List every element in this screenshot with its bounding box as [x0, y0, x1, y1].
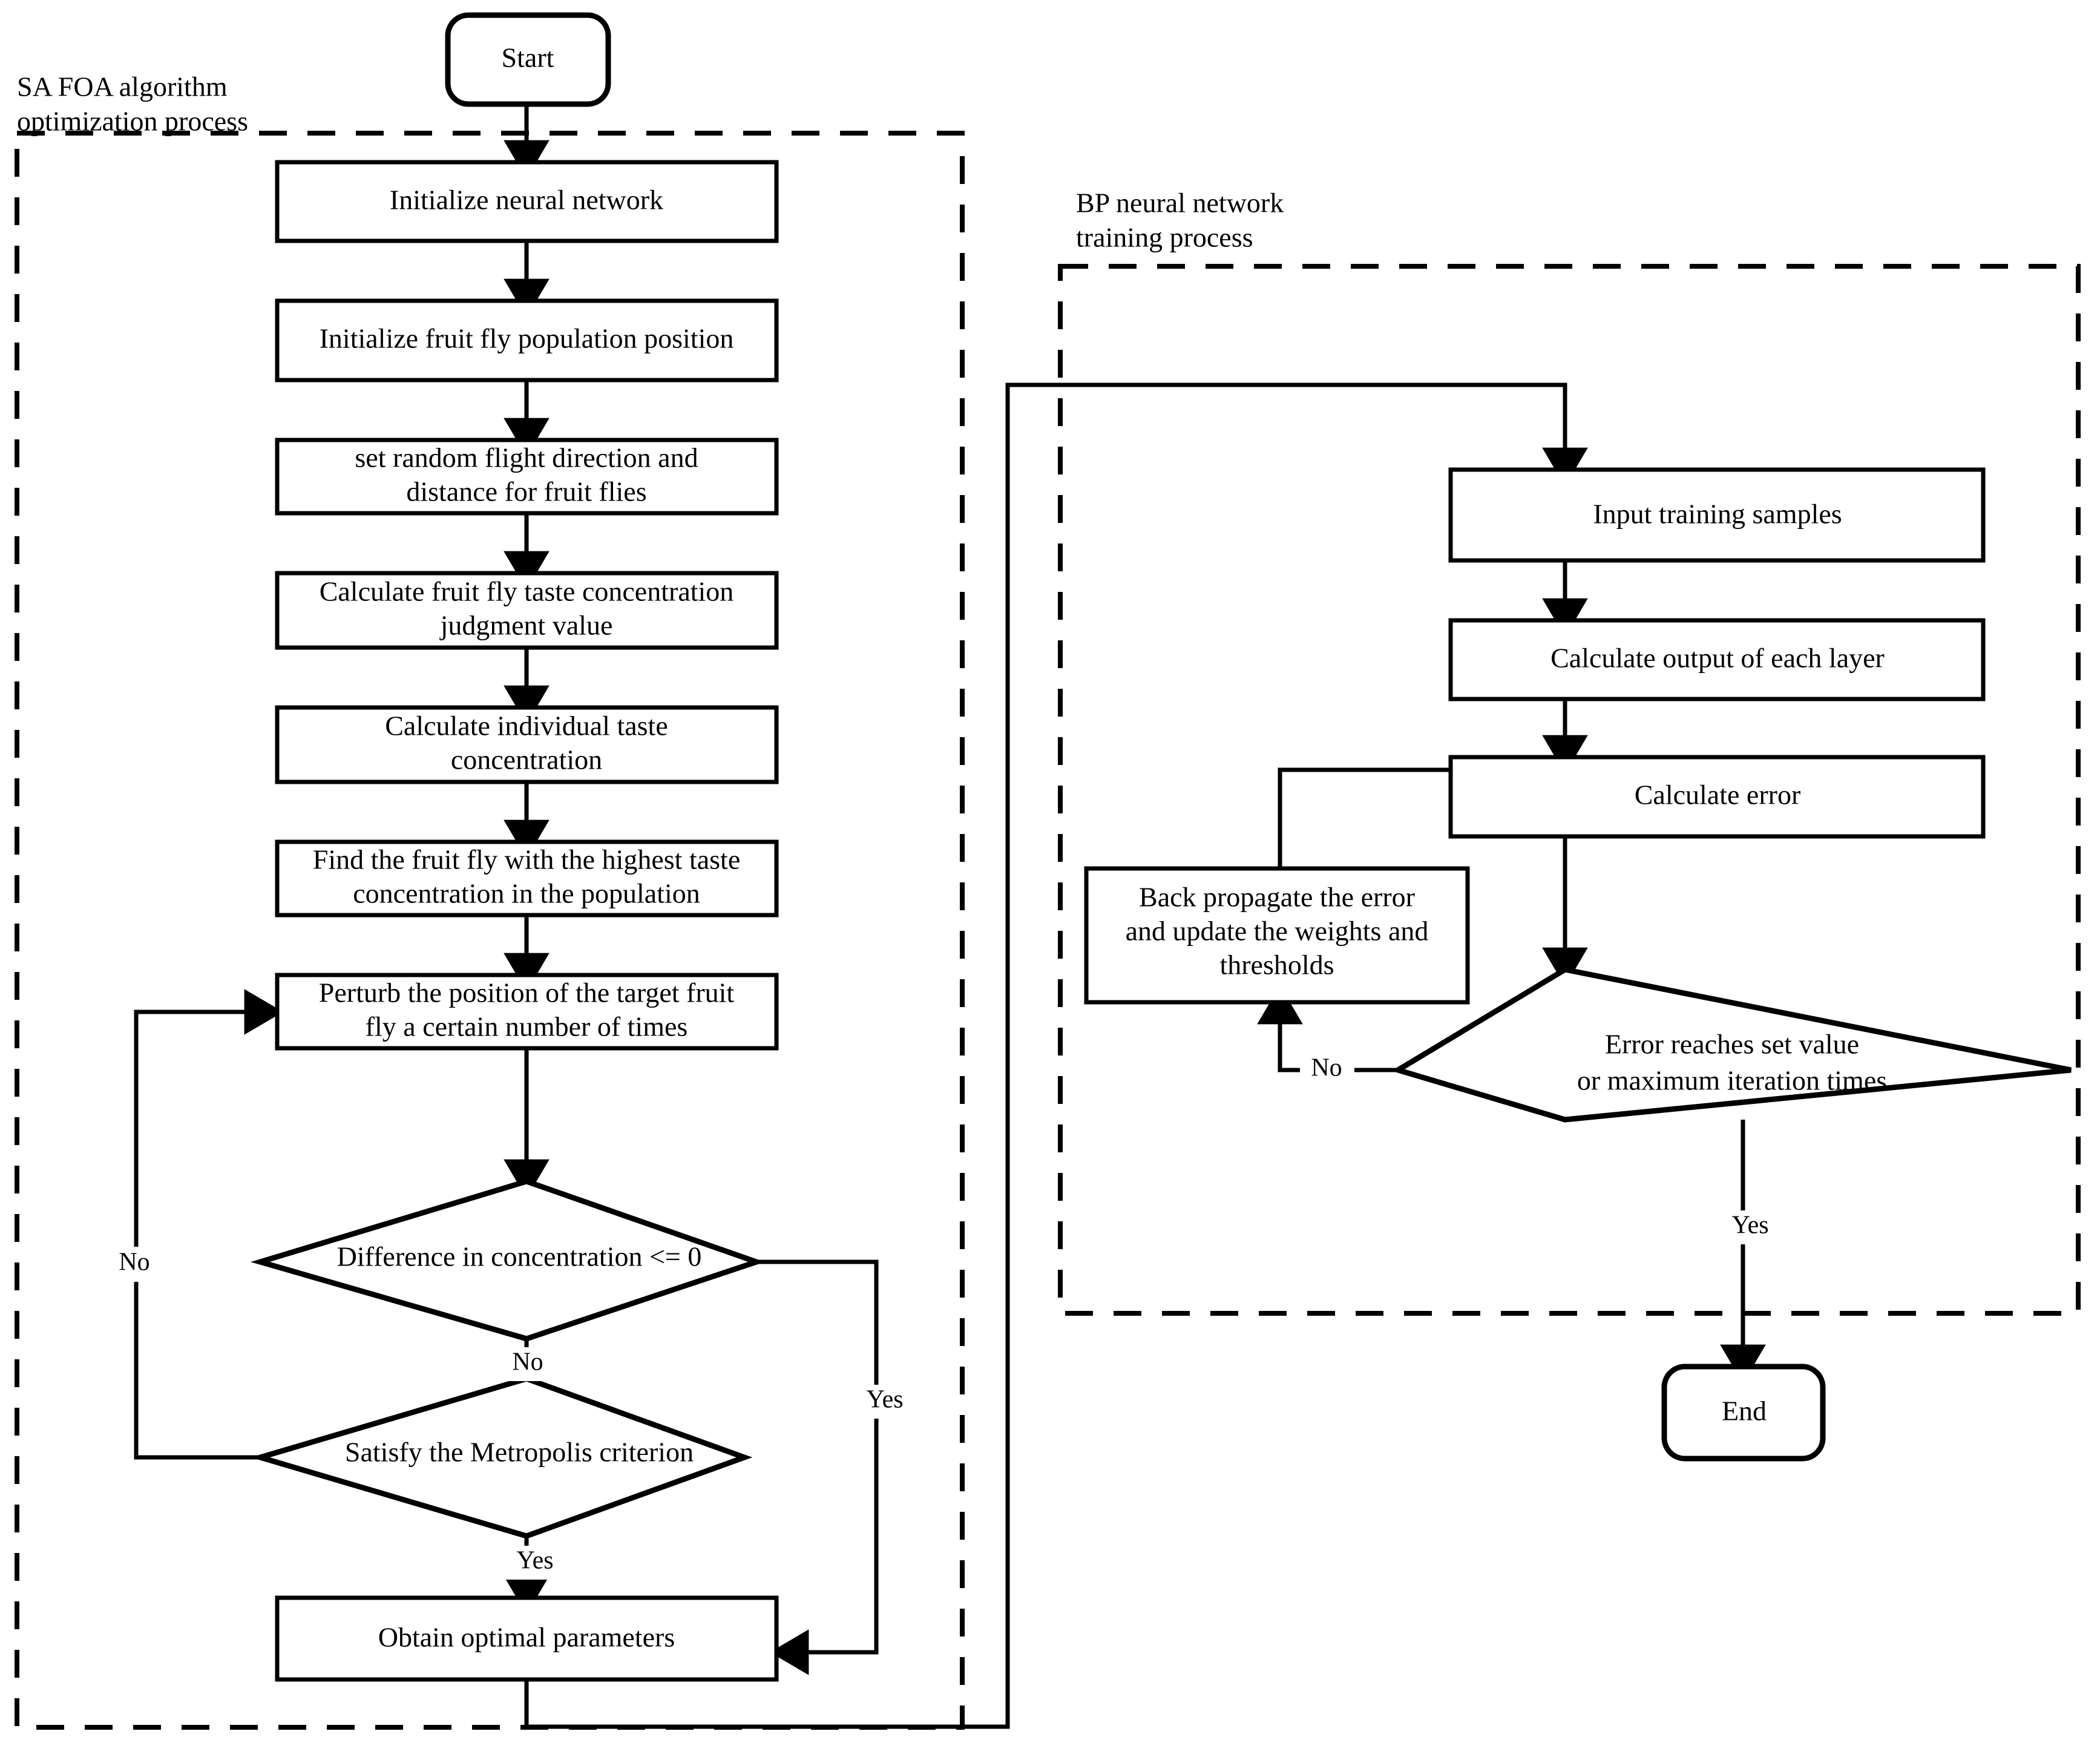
node-end[interactable]: End	[1661, 1364, 1826, 1462]
find-highest-shape	[275, 839, 779, 918]
obtain-optimal-label: Obtain optimal parameters	[378, 1622, 675, 1653]
obtain-optimal-shape	[275, 1595, 779, 1682]
edge-error-no-to-backprop	[1257, 985, 1398, 1072]
edge-label-diff-no-left: No	[119, 1249, 149, 1276]
edge-label-error-yes: Yes	[1731, 1212, 1768, 1239]
edge-label-group: No No Yes Yes No Yes	[106, 1053, 1778, 1580]
node-perturb-position[interactable]: Perturb the position of the target fruit…	[275, 973, 779, 1051]
end-label: End	[1722, 1396, 1767, 1426]
calc-individual-shape	[275, 705, 779, 784]
edge-metropolis-no-loop-to-perturb	[134, 989, 284, 1460]
calc-judgment-label-line1: Calculate fruit fly taste concentration	[320, 576, 734, 607]
backprop-label-line2: and update the weights and	[1126, 916, 1429, 947]
set-random-label-line2: distance for fruit flies	[406, 476, 646, 507]
node-calculate-individual-concentration[interactable]: Calculate individual taste concentration	[275, 705, 779, 784]
end-shape	[1661, 1364, 1826, 1462]
group-label-bp-line2: training process	[1076, 222, 1253, 253]
perturb-label-line1: Perturb the position of the target fruit	[319, 977, 735, 1008]
perturb-label-line2: fly a certain number of times	[366, 1011, 688, 1042]
edge-label-metropolis-yes: Yes	[516, 1547, 553, 1575]
calc-individual-label-line2: concentration	[451, 744, 602, 775]
diff-conc-shape	[251, 1178, 765, 1342]
start-label: Start	[502, 42, 554, 73]
find-highest-label-line1: Find the fruit fly with the highest tast…	[313, 844, 741, 875]
node-start[interactable]: Start	[445, 12, 611, 107]
input-samples-label: Input training samples	[1593, 499, 1842, 530]
input-samples-shape	[1448, 467, 1986, 563]
edge-label-error-no: No	[1311, 1054, 1342, 1082]
metropolis-shape	[251, 1376, 753, 1539]
init-nn-label: Initialize neural network	[390, 185, 663, 215]
error-check-shape	[1391, 967, 2072, 1123]
node-find-highest-concentration[interactable]: Find the fruit fly with the highest tast…	[275, 839, 779, 918]
node-set-random-flight[interactable]: set random flight direction and distance…	[275, 438, 779, 516]
group-label-sa-foa-line1: SA FOA algorithm	[17, 71, 228, 102]
group-label-sa-foa-line2: optimization process	[17, 106, 248, 137]
calc-output-shape	[1448, 618, 1986, 701]
node-input-training-samples[interactable]: Input training samples	[1448, 467, 1986, 563]
backprop-label-line3: thresholds	[1219, 950, 1334, 980]
backprop-label-line1: Back propagate the error	[1139, 882, 1415, 913]
node-calculate-output-each-layer[interactable]: Calculate output of each layer	[1448, 618, 1986, 701]
diff-conc-label: Difference in concentration <= 0	[337, 1241, 702, 1272]
calc-individual-label-line1: Calculate individual taste	[385, 711, 668, 741]
node-calculate-judgment-value[interactable]: Calculate fruit fly taste concentration …	[275, 571, 779, 650]
node-calculate-error[interactable]: Calculate error	[1448, 755, 1986, 839]
init-pop-shape	[275, 298, 779, 382]
init-pop-label: Initialize fruit fly population position	[320, 323, 734, 354]
edge-obtain-to-input-samples	[524, 382, 1588, 1729]
node-error-reaches-set-value[interactable]: Error reaches set value or maximum itera…	[1391, 967, 2072, 1123]
error-check-label-line1: Error reaches set value	[1605, 1029, 1859, 1060]
find-highest-label-line2: concentration in the population	[353, 878, 700, 909]
calc-error-label: Calculate error	[1635, 780, 1801, 810]
node-initialize-neural-network[interactable]: Initialize neural network	[275, 160, 779, 243]
group-panel-sa-foa	[15, 131, 965, 1730]
start-shape	[445, 12, 611, 107]
init-nn-shape	[275, 160, 779, 243]
calc-judgment-label-line2: judgment value	[439, 610, 613, 641]
edge-label-diff-no-down: No	[512, 1348, 543, 1376]
error-check-label-line2: or maximum iteration times	[1577, 1065, 1887, 1096]
edge-label-diff-yes-right: Yes	[866, 1386, 903, 1414]
calc-judgment-shape	[275, 571, 779, 650]
calc-output-label: Calculate output of each layer	[1550, 643, 1885, 674]
set-random-shape	[275, 438, 779, 516]
node-obtain-optimal-parameters[interactable]: Obtain optimal parameters	[275, 1595, 779, 1682]
edge-diff-yes-to-obtain	[756, 1259, 879, 1675]
metropolis-label: Satisfy the Metropolis criterion	[345, 1437, 694, 1468]
perturb-shape	[275, 973, 779, 1051]
node-initialize-population[interactable]: Initialize fruit fly population position	[275, 298, 779, 382]
set-random-label-line1: set random flight direction and	[355, 442, 698, 473]
node-back-propagate-error[interactable]: Back propagate the error and update the …	[1084, 866, 1470, 1005]
calc-error-shape	[1448, 755, 1986, 839]
group-panel-bp	[1058, 264, 2081, 1316]
group-label-bp-line1: BP neural network	[1076, 188, 1284, 218]
backprop-shape	[1084, 866, 1470, 1005]
node-difference-in-concentration[interactable]: Difference in concentration <= 0	[251, 1178, 765, 1342]
node-metropolis-criterion[interactable]: Satisfy the Metropolis criterion	[251, 1376, 753, 1539]
